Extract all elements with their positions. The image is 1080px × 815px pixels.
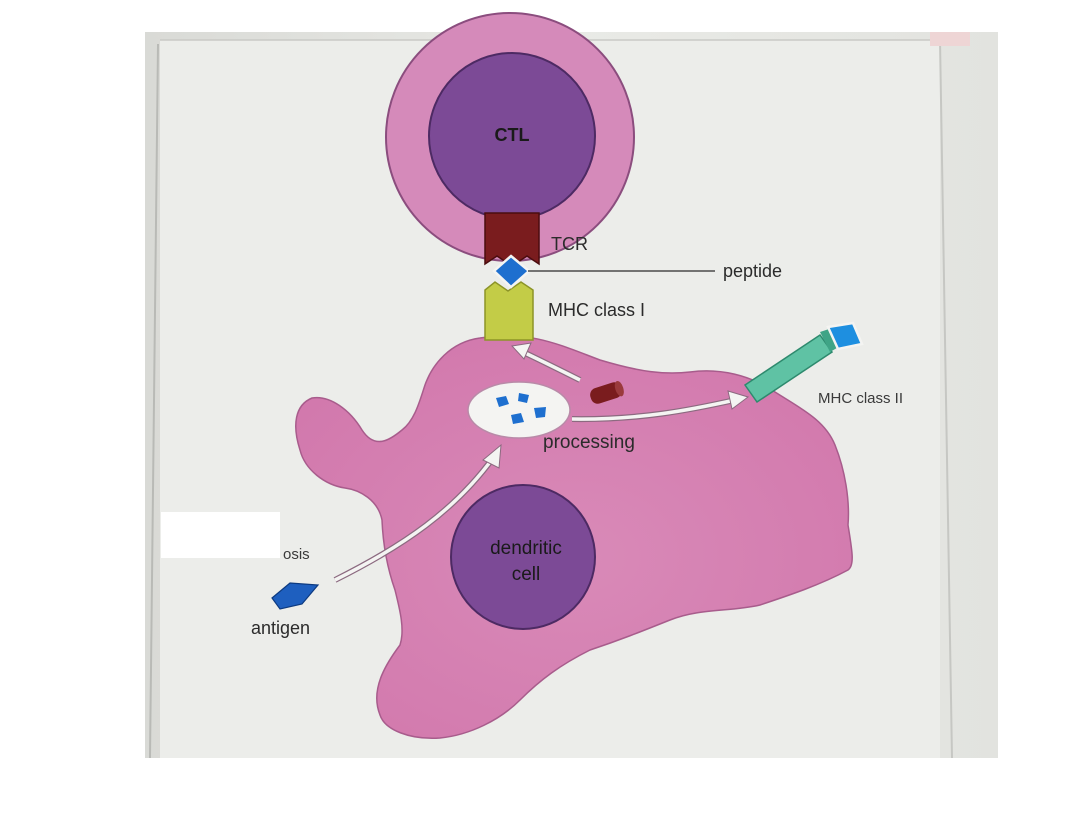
tcr-molecule	[484, 212, 540, 267]
mhc-class-i-label: MHC class I	[548, 300, 645, 320]
arrow-to-mhc-class-ii	[571, 390, 750, 423]
ctl-label: CTL	[495, 125, 530, 145]
antigen-fragment	[518, 393, 529, 403]
antigen-shape	[271, 582, 320, 610]
arrow-endocytosis-to-vesicle	[333, 443, 502, 583]
mhc-class-i-molecule	[484, 281, 534, 341]
antigen-label: antigen	[251, 618, 310, 638]
peptide-diamond	[492, 254, 531, 289]
antigen-fragment	[496, 396, 509, 407]
cytoplasmic-cylinder	[590, 380, 624, 404]
page-corner-pink	[930, 32, 970, 46]
mhc-class-ii-peptide	[826, 321, 864, 351]
mhc-class-ii-label: MHC class II	[818, 390, 903, 407]
panel-right-border	[939, 39, 953, 759]
dendritic-label-line1: dendritic	[490, 538, 562, 559]
tcr-label: TCR	[551, 234, 588, 254]
dendritic-label-line2: cell	[512, 564, 541, 585]
peptide-label: peptide	[723, 261, 782, 281]
vesicle-membrane	[467, 381, 571, 439]
antigen-fragment	[534, 407, 546, 418]
antigen-fragment	[511, 413, 524, 424]
dendritic-nucleus	[450, 484, 596, 630]
processing-vesicle	[467, 381, 571, 439]
arrow-to-mhc-class-i	[510, 342, 582, 383]
endocytosis-label: osis	[283, 546, 310, 563]
processing-label: processing	[543, 432, 635, 453]
ctl-cell: CTL	[385, 12, 635, 262]
label-cover-box	[161, 512, 280, 558]
panel-left-border	[149, 43, 159, 759]
